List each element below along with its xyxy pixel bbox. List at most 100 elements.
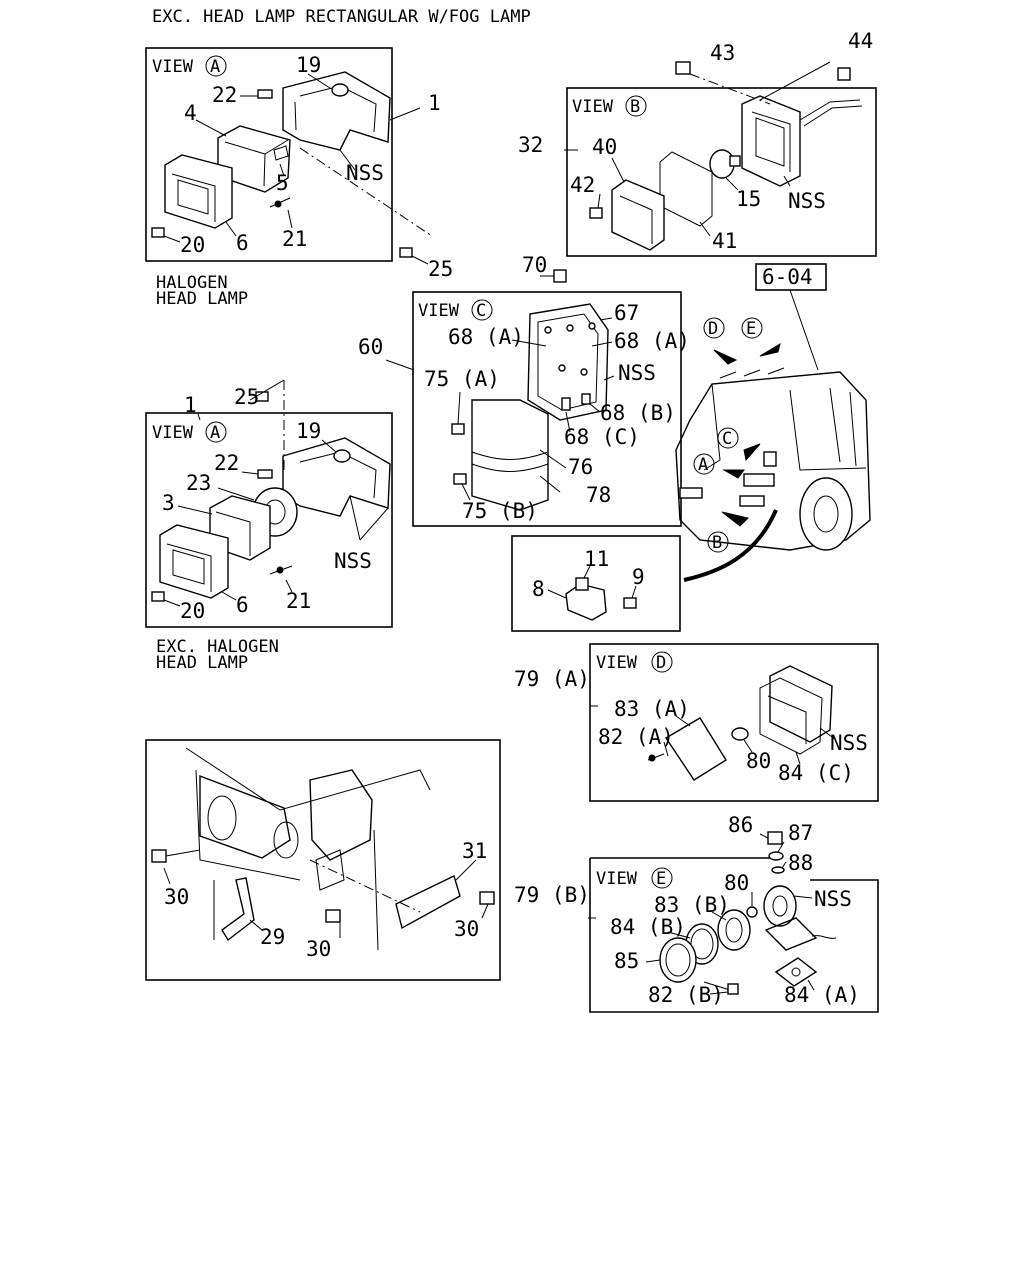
c-callout-76: 76 — [568, 455, 593, 479]
clip-detail-panel: 11 8 9 — [511, 535, 681, 632]
ref-page-box — [755, 263, 827, 291]
a1-callout-5: 5 — [276, 171, 289, 195]
a1-caption-line2: HEAD LAMP — [156, 289, 248, 309]
a1-callout-20: 20 — [180, 233, 205, 257]
e-callout-87: 87 — [788, 821, 813, 845]
frame-callout-31: 31 — [462, 839, 487, 863]
b-callout-43: 43 — [710, 41, 735, 65]
e-callout-84b: 84 (B) — [610, 915, 686, 939]
a1-callout-21: 21 — [282, 227, 307, 251]
a2-callout-3: 3 — [162, 491, 175, 515]
view-c-letter: C — [476, 301, 486, 321]
a1-callout-22: 22 — [212, 83, 237, 107]
view-a1-label: VIEW — [152, 57, 194, 77]
truck-marker-b: B — [712, 533, 722, 553]
view-b-letter: B — [630, 97, 640, 117]
d-callout-82a: 82 (A) — [598, 725, 674, 749]
a1-callout-nss: NSS — [346, 161, 384, 185]
a2-callout-25: 25 — [234, 385, 259, 409]
a2-callout-19: 19 — [296, 419, 321, 443]
c-callout-68a-left: 68 (A) — [448, 325, 524, 349]
c-callout-75b: 75 (B) — [462, 499, 538, 523]
a2-callout-nss: NSS — [334, 549, 372, 573]
view-b-panel: VIEW B 43 44 32 40 42 15 NSS — [518, 29, 877, 257]
e-callout-85: 85 — [614, 949, 639, 973]
b-callout-32: 32 — [518, 133, 543, 157]
a2-caption-line1: EXC. HALOGEN — [156, 637, 279, 657]
d-callout-nss: NSS — [830, 731, 868, 755]
c-callout-nss: NSS — [618, 361, 656, 385]
c-callout-68b: 68 (B) — [600, 401, 676, 425]
c-callout-75a: 75 (A) — [424, 367, 500, 391]
a2-callout-22: 22 — [214, 451, 239, 475]
view-d-letter: D — [656, 653, 666, 673]
b-callout-nss: NSS — [788, 189, 826, 213]
diagram-title: EXC. HEAD LAMP RECTANGULAR W/FOG LAMP — [152, 7, 531, 27]
view-a-halogen-panel: VIEW A 19 22 — [145, 47, 453, 309]
d-callout-84c: 84 (C) — [778, 761, 854, 785]
c-callout-60: 60 — [358, 335, 383, 359]
b-callout-15: 15 — [736, 187, 761, 211]
view-d-label: VIEW — [596, 653, 638, 673]
b-callout-40: 40 — [592, 135, 617, 159]
view-a1-letter: A — [210, 57, 220, 77]
view-c-label: VIEW — [418, 301, 460, 321]
frame-callout-30-left: 30 — [164, 885, 189, 909]
a1-callout-25: 25 — [428, 257, 453, 281]
a2-callout-23: 23 — [186, 471, 211, 495]
clip-callout-9: 9 — [632, 565, 645, 589]
clip-callout-11: 11 — [584, 547, 609, 571]
d-callout-83a: 83 (A) — [614, 697, 690, 721]
a2-callout-1: 1 — [184, 393, 197, 417]
e-callout-79b: 79 (B) — [514, 883, 590, 907]
frame-callout-30-right: 30 — [454, 917, 479, 941]
e-callout-86: 86 — [728, 813, 753, 837]
c-callout-70: 70 — [522, 253, 547, 277]
d-callout-79a: 79 (A) — [514, 667, 590, 691]
e-callout-80: 80 — [724, 871, 749, 895]
b-callout-44: 44 — [848, 29, 873, 53]
e-callout-84a: 84 (A) — [784, 983, 860, 1007]
a1-callout-1: 1 — [428, 91, 441, 115]
c-callout-67: 67 — [614, 301, 639, 325]
c-callout-68a-right: 68 (A) — [614, 329, 690, 353]
view-a2-letter: A — [210, 423, 220, 443]
view-b-label: VIEW — [572, 97, 614, 117]
truck-overview: D E C A B — [675, 317, 871, 582]
frame-callout-30-mid: 30 — [306, 937, 331, 961]
frame-bracket-panel: 31 30 30 29 30 — [145, 739, 501, 981]
view-a-exc-halogen-panel: VIEW A 25 1 19 22 — [145, 379, 393, 673]
a1-caption-line1: HALOGEN — [156, 273, 228, 293]
view-c-panel: VIEW C 70 67 68 (A) 68 — [358, 253, 690, 527]
frame-callout-29: 29 — [260, 925, 285, 949]
a2-caption-line2: HEAD LAMP — [156, 653, 248, 673]
b-callout-41: 41 — [712, 229, 737, 253]
clip-callout-8: 8 — [532, 577, 545, 601]
view-d-panel: VIEW D 79 (A) 83 (A) 82 (A) NSS 80 84 (C… — [514, 643, 879, 802]
c-callout-78: 78 — [586, 483, 611, 507]
view-e-panel: VIEW E 86 87 88 79 (B) — [514, 813, 879, 1013]
d-callout-80: 80 — [746, 749, 771, 773]
truck-marker-c: C — [722, 429, 732, 449]
a1-callout-19: 19 — [296, 53, 321, 77]
truck-marker-a: A — [698, 455, 708, 475]
e-callout-82b: 82 (B) — [648, 983, 724, 1007]
e-callout-nss: NSS — [814, 887, 852, 911]
view-e-letter: E — [656, 869, 666, 889]
c-callout-68c: 68 (C) — [564, 425, 640, 449]
a2-callout-6: 6 — [236, 593, 249, 617]
truck-marker-e: E — [746, 319, 756, 339]
a2-callout-20: 20 — [180, 599, 205, 623]
view-a2-label: VIEW — [152, 423, 194, 443]
e-callout-88: 88 — [788, 851, 813, 875]
a1-callout-6: 6 — [236, 231, 249, 255]
a1-callout-4: 4 — [184, 101, 197, 125]
view-e-label: VIEW — [596, 869, 638, 889]
truck-marker-d: D — [708, 319, 718, 339]
a2-callout-21: 21 — [286, 589, 311, 613]
e-callout-83b: 83 (B) — [654, 893, 730, 917]
ref-page-number: 6-04 — [762, 265, 813, 289]
b-callout-42: 42 — [570, 173, 595, 197]
